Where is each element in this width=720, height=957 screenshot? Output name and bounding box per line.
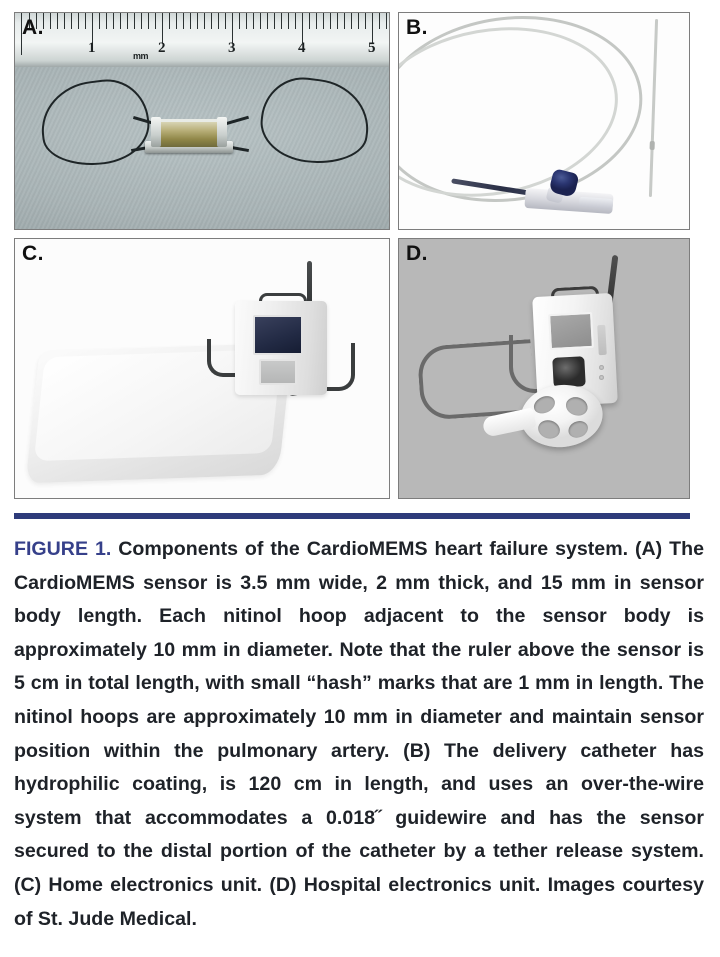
hospital-antenna-wand bbox=[480, 380, 606, 459]
hospital-unit-led-1 bbox=[599, 365, 604, 370]
home-unit-screen bbox=[253, 315, 303, 355]
figure-caption: FIGURE 1. Components of the CardioMEMS h… bbox=[14, 533, 704, 936]
figure-number-label: FIGURE 1. bbox=[14, 538, 112, 560]
ruler-number-2: 2 bbox=[158, 40, 166, 56]
panel-b-delivery-catheter-photo: B. bbox=[398, 12, 690, 230]
home-unit-cable-right bbox=[315, 343, 355, 391]
home-unit-antenna bbox=[307, 261, 312, 317]
ruler-number-3: 3 bbox=[228, 40, 236, 56]
panel-label-b: B. bbox=[406, 16, 428, 39]
figure-caption-text: Components of the CardioMEMS heart failu… bbox=[14, 538, 704, 930]
ruler-number-1: 1 bbox=[88, 40, 96, 56]
panel-c-home-electronics-photo: C. bbox=[14, 238, 390, 499]
sensor-capsule bbox=[157, 119, 221, 147]
home-unit-handle bbox=[259, 293, 307, 308]
figure-divider-rule bbox=[14, 513, 690, 519]
hospital-unit-led-2 bbox=[599, 375, 604, 380]
panel-label-c: C. bbox=[22, 242, 44, 265]
sensor-post-right bbox=[217, 117, 227, 147]
ruler-number-4: 4 bbox=[298, 40, 306, 56]
catheter-distal-shaft bbox=[648, 19, 659, 197]
panel-label-d: D. bbox=[406, 242, 428, 265]
home-electronics-unit bbox=[235, 261, 327, 395]
home-unit-cable-left bbox=[207, 339, 243, 377]
home-unit-slot bbox=[259, 359, 297, 385]
ruler-mm-label: mm bbox=[133, 51, 149, 61]
ruler-number-5: 5 bbox=[368, 40, 376, 56]
hospital-unit-side-port bbox=[597, 324, 607, 356]
panel-d-hospital-electronics-photo: D. bbox=[398, 238, 690, 499]
hospital-electronics-unit bbox=[532, 254, 623, 408]
hospital-wand-cord-upper bbox=[509, 335, 555, 393]
hospital-unit-screen bbox=[548, 311, 594, 351]
ruler-graphic: 1 2 3 4 5 mm bbox=[15, 13, 389, 69]
panel-a-sensor-photo: 1 2 3 4 5 mm A. bbox=[14, 12, 390, 230]
panel-label-a: A. bbox=[22, 16, 44, 39]
cardiomems-sensor-body bbox=[145, 115, 233, 153]
sensor-post-left bbox=[151, 117, 161, 147]
